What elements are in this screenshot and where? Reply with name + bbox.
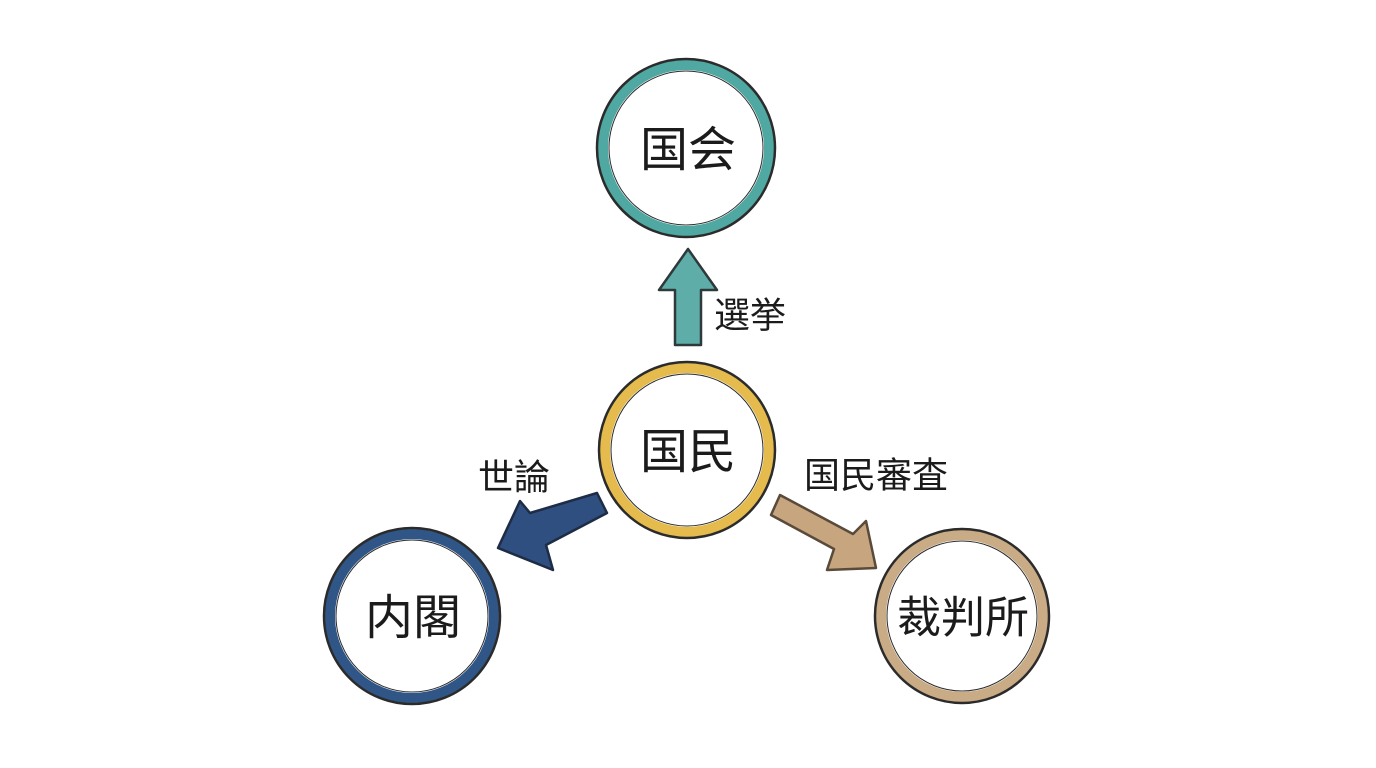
node-naikaku-inline: [335, 539, 489, 693]
node-kokkai-ring: [598, 60, 774, 236]
edge-label-kokumin-shinsa: 国民審査: [804, 456, 948, 497]
arrow-kokumin-shinsa: [769, 493, 878, 572]
node-saibansho-ring: [876, 530, 1048, 702]
node-saibansho-label: 裁判所: [897, 593, 1029, 644]
node-naikaku: 内閣: [322, 526, 502, 706]
node-kokumin-ring: [600, 363, 774, 537]
node-saibansho-inline: [886, 540, 1038, 692]
node-kokumin-label: 国民: [640, 424, 736, 480]
node-kokumin-inline: [610, 373, 764, 527]
arrow-senkyo: [657, 247, 719, 347]
node-kokkai-outline: [595, 57, 777, 239]
arrow-kokumin-shinsa-shape: [769, 493, 878, 572]
node-kokumin-outline: [597, 360, 777, 540]
arrow-senkyo-shape: [657, 247, 719, 347]
node-naikaku-label: 内閣: [365, 590, 461, 646]
node-kokumin: 国民: [597, 360, 777, 540]
node-naikaku-ring: [325, 529, 499, 703]
node-kokkai-inline: [608, 70, 764, 226]
edge-label-senkyo: 選挙: [714, 296, 786, 337]
edge-label-yoron: 世論: [478, 458, 550, 499]
arrow-yoron: [496, 491, 609, 572]
node-kokkai: 国会: [595, 57, 777, 239]
node-naikaku-outline: [322, 526, 502, 706]
node-saibansho-outline: [873, 527, 1051, 705]
arrow-yoron-shape: [496, 491, 609, 572]
node-saibansho: 裁判所: [873, 527, 1051, 705]
node-kokkai-label: 国会: [640, 122, 736, 178]
